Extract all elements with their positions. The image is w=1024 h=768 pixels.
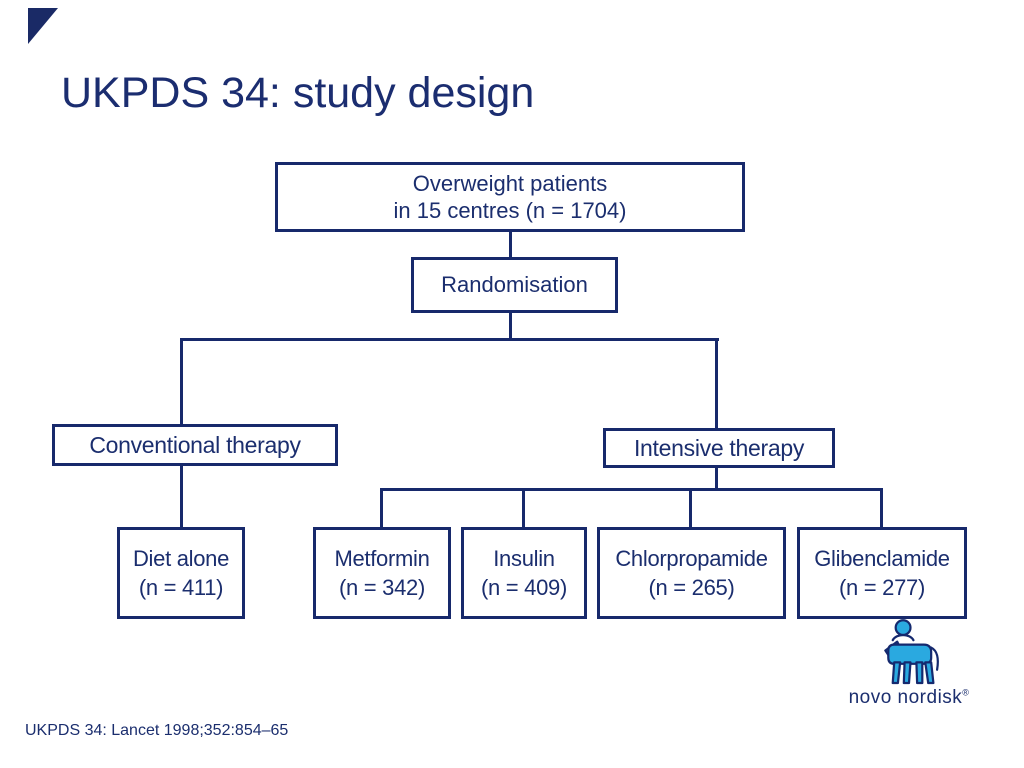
flowchart-box-intensive-therapy: Intensive therapy — [603, 428, 835, 468]
connector-line — [180, 338, 183, 426]
flowchart-box-overweight-patients: Overweight patients in 15 centres (n = 1… — [275, 162, 745, 232]
box-text-line: Diet alone — [132, 546, 230, 571]
wordmark-text: novo nordisk — [848, 687, 963, 708]
flowchart-box-chlorpropamide: Chlorpropamide (n = 265) — [597, 527, 786, 619]
box-text-line: (n = 342) — [339, 575, 425, 600]
flowchart-box-conventional-therapy: Conventional therapy — [52, 424, 338, 466]
box-text-line: in 15 centres (n = 1704) — [393, 198, 627, 223]
flowchart-box-diet-alone: Diet alone (n = 411) — [117, 527, 245, 619]
connector-line — [522, 488, 525, 529]
box-text-line: (n = 277) — [839, 575, 925, 600]
novo-nordisk-logo: novo nordisk® — [846, 618, 972, 714]
box-text-line: (n = 409) — [481, 575, 567, 600]
corner-triangle-decoration — [28, 8, 58, 44]
connector-line — [509, 313, 512, 341]
connector-line — [180, 465, 183, 529]
box-text-line: Overweight patients — [412, 171, 608, 196]
box-text-line: Intensive therapy — [633, 434, 805, 461]
connector-line — [380, 488, 883, 491]
connector-line — [715, 338, 718, 430]
box-text-line: Randomisation — [441, 272, 588, 297]
apis-bull-icon — [884, 619, 939, 685]
connector-line — [689, 488, 692, 529]
box-text-line: Metformin — [334, 546, 430, 571]
box-text-line: (n = 411) — [138, 575, 224, 600]
flowchart-box-metformin: Metformin (n = 342) — [313, 527, 451, 619]
novo-nordisk-wordmark: novo nordisk® — [846, 687, 972, 709]
box-text-line: Glibenclamide — [814, 546, 950, 571]
connector-line — [880, 488, 883, 529]
box-text-line: (n = 265) — [648, 575, 735, 600]
flowchart-box-insulin: Insulin (n = 409) — [461, 527, 587, 619]
connector-line — [509, 232, 512, 259]
flowchart-box-randomisation: Randomisation — [411, 257, 618, 313]
connector-line — [180, 338, 719, 341]
box-text-line: Conventional therapy — [89, 431, 301, 458]
connector-line — [715, 467, 718, 491]
citation-footer: UKPDS 34: Lancet 1998;352:854–65 — [25, 722, 289, 739]
registered-mark: ® — [962, 687, 970, 698]
page-title: UKPDS 34: study design — [61, 69, 535, 117]
flowchart-box-glibenclamide: Glibenclamide (n = 277) — [797, 527, 967, 619]
box-text-line: Insulin — [493, 546, 555, 571]
connector-line — [380, 488, 383, 529]
box-text-line: Chlorpropamide — [615, 546, 768, 571]
